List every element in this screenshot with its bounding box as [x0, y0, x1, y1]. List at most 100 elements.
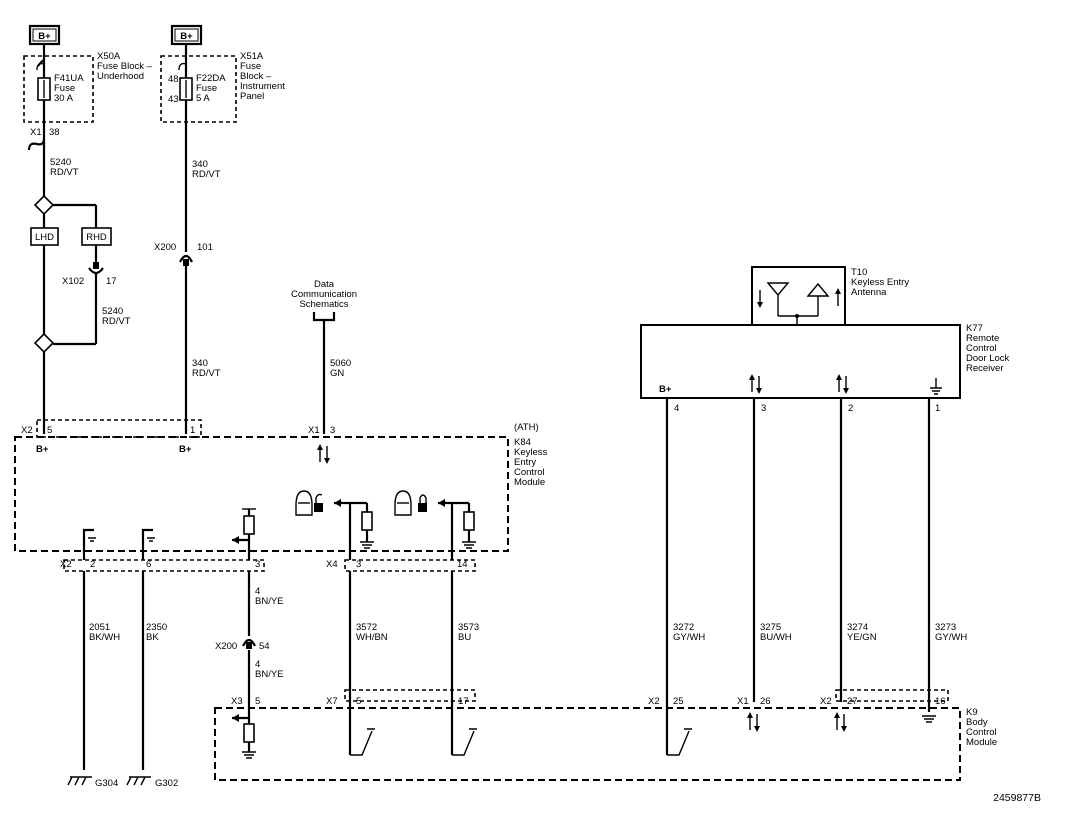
- svg-text:F22DA: F22DA: [196, 73, 226, 84]
- bplus-source-left: B+: [28, 24, 61, 46]
- svg-text:B+: B+: [36, 444, 49, 455]
- svg-text:Control: Control: [514, 467, 545, 478]
- svg-text:X1: X1: [737, 696, 749, 707]
- svg-text:4: 4: [255, 586, 260, 597]
- svg-text:BK/WH: BK/WH: [89, 632, 120, 643]
- bplus-label: B+: [180, 31, 193, 42]
- data-communication-ref: Data Communication Schematics: [291, 279, 357, 322]
- ground-icon: [242, 751, 256, 759]
- svg-text:4: 4: [674, 403, 679, 414]
- svg-text:Fuse: Fuse: [54, 83, 75, 94]
- svg-text:3: 3: [356, 559, 361, 570]
- svg-text:17: 17: [458, 696, 469, 707]
- bidirectional-arrow-icon: [834, 712, 847, 732]
- svg-text:T10: T10: [851, 267, 867, 278]
- svg-text:101: 101: [197, 242, 213, 253]
- svg-text:5 A: 5 A: [196, 93, 210, 104]
- svg-text:17: 17: [106, 276, 117, 287]
- svg-text:GY/WH: GY/WH: [673, 632, 705, 643]
- svg-text:LHD: LHD: [35, 232, 54, 243]
- svg-text:26: 26: [760, 696, 771, 707]
- diagram-id: 2459877B: [993, 792, 1041, 804]
- svg-text:2051: 2051: [89, 622, 110, 633]
- svg-text:5: 5: [356, 696, 361, 707]
- body-control-module: K9 Body Control Module: [214, 707, 997, 781]
- svg-text:340: 340: [192, 159, 208, 170]
- svg-text:Schematics: Schematics: [299, 299, 348, 310]
- svg-text:G302: G302: [155, 778, 178, 789]
- svg-text:X3: X3: [231, 696, 243, 707]
- splice-upper: [33, 194, 55, 216]
- fuse-block-ref: X50A: [97, 51, 121, 62]
- bplus-label: B+: [38, 31, 51, 42]
- svg-text:2: 2: [848, 403, 853, 414]
- chassis-ground-g302: G302: [126, 776, 178, 789]
- svg-text:X2: X2: [21, 425, 33, 436]
- fuse-block-instrument-panel: X51A Fuse Block – Instrument Panel: [160, 51, 285, 123]
- svg-text:6: 6: [146, 559, 151, 570]
- svg-text:Module: Module: [514, 477, 545, 488]
- svg-text:X1: X1: [308, 425, 320, 436]
- svg-text:X7: X7: [326, 696, 338, 707]
- svg-text:3: 3: [255, 559, 260, 570]
- door-unlock-icon: [295, 490, 323, 516]
- bidirectional-arrow-icon: [749, 374, 762, 394]
- svg-text:Receiver: Receiver: [966, 363, 1004, 374]
- svg-text:14: 14: [457, 559, 468, 570]
- bidirectional-arrow-icon: [747, 712, 760, 732]
- svg-text:X2: X2: [60, 559, 72, 570]
- svg-text:RHD: RHD: [86, 232, 107, 243]
- svg-text:X200: X200: [215, 641, 237, 652]
- svg-text:3: 3: [761, 403, 766, 414]
- svg-text:38: 38: [49, 127, 60, 138]
- svg-text:16: 16: [935, 696, 946, 707]
- svg-text:5240: 5240: [102, 306, 123, 317]
- svg-text:3572: 3572: [356, 622, 377, 633]
- svg-text:YE/GN: YE/GN: [847, 632, 877, 643]
- keyless-entry-antenna: T10 Keyless Entry Antenna: [751, 266, 909, 326]
- svg-text:Door Lock: Door Lock: [966, 353, 1010, 364]
- switch-input-icon: [348, 702, 375, 756]
- svg-text:B+: B+: [659, 384, 672, 395]
- svg-text:Control: Control: [966, 343, 997, 354]
- svg-text:2350: 2350: [146, 622, 167, 633]
- svg-text:Panel: Panel: [240, 91, 264, 102]
- svg-text:25: 25: [673, 696, 684, 707]
- bplus-source-right: B+: [170, 24, 203, 46]
- fuse-block-underhood: X50A Fuse Block – Underhood: [23, 51, 153, 123]
- svg-text:WH/BN: WH/BN: [356, 632, 388, 643]
- ground-icon: [930, 378, 942, 395]
- keyless-entry-control-module: (ATH) K84 Keyless Entry Control Module: [14, 419, 548, 552]
- svg-text:Keyless: Keyless: [514, 447, 548, 458]
- svg-text:X200: X200: [154, 242, 176, 253]
- svg-text:Communication: Communication: [291, 289, 357, 300]
- svg-text:Keyless Entry: Keyless Entry: [851, 277, 909, 288]
- svg-text:54: 54: [259, 641, 270, 652]
- internal-ground: [82, 528, 94, 560]
- svg-text:4: 4: [255, 659, 260, 670]
- svg-text:K9: K9: [966, 707, 978, 718]
- connector-x200-lower: [242, 638, 256, 647]
- svg-text:BN/YE: BN/YE: [255, 596, 284, 607]
- svg-text:3275: 3275: [760, 622, 781, 633]
- svg-text:27: 27: [847, 696, 858, 707]
- door-lock-icon: [394, 490, 427, 516]
- ground-icon: [462, 541, 476, 549]
- svg-text:X2: X2: [648, 696, 660, 707]
- connector-x1-hook: [27, 137, 46, 151]
- svg-text:GY/WH: GY/WH: [935, 632, 967, 643]
- svg-text:3573: 3573: [458, 622, 479, 633]
- svg-text:RD/VT: RD/VT: [192, 169, 221, 180]
- switch-input-icon: [450, 702, 477, 756]
- svg-text:X2: X2: [820, 696, 832, 707]
- svg-text:2: 2: [90, 559, 95, 570]
- svg-text:BU/WH: BU/WH: [760, 632, 792, 643]
- svg-text:5240: 5240: [50, 157, 71, 168]
- svg-text:RD/VT: RD/VT: [192, 368, 221, 379]
- bidirectional-arrow-icon: [836, 374, 849, 394]
- svg-text:1: 1: [935, 403, 940, 414]
- svg-text:5: 5: [255, 696, 260, 707]
- svg-text:340: 340: [192, 358, 208, 369]
- svg-text:Module: Module: [966, 737, 997, 748]
